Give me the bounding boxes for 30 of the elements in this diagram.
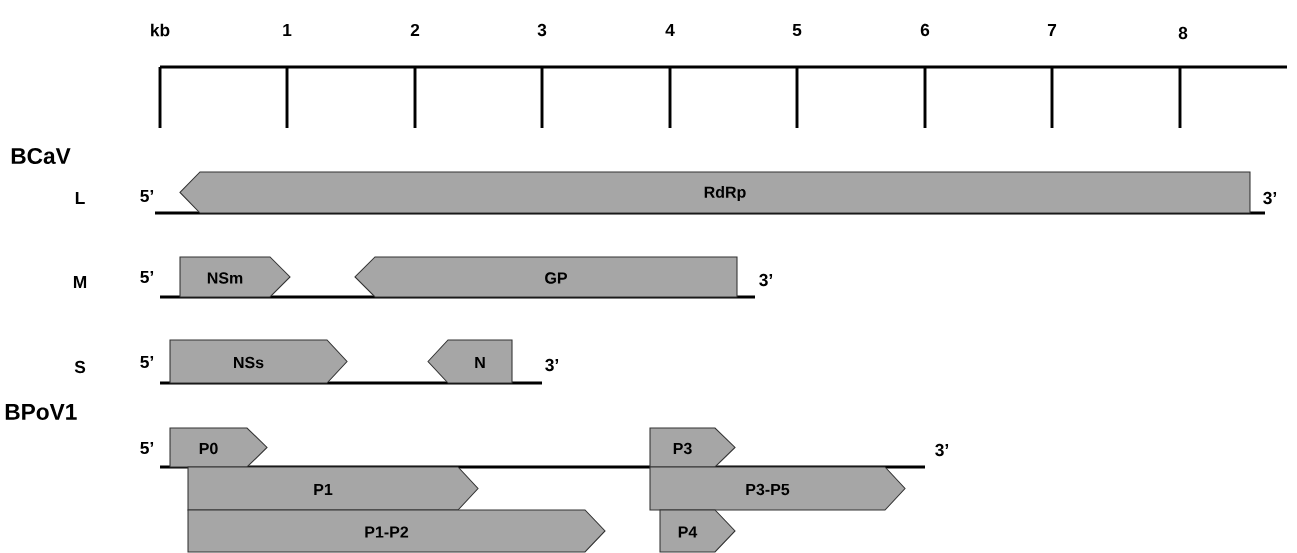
label-text: 3’: [759, 273, 773, 287]
label-text: 2: [410, 23, 420, 37]
label-text: BPoV1: [5, 404, 77, 420]
gene-box: P0: [169, 427, 268, 468]
label-text: 5’: [140, 441, 154, 455]
label-text: 3: [537, 23, 547, 37]
label-text: 5’: [140, 355, 154, 369]
gene-box: RdRp: [179, 171, 1251, 214]
label-text: L: [75, 192, 85, 204]
label-text: 5’: [140, 189, 154, 203]
label-text: BCaV: [11, 147, 71, 165]
label-text: 5: [792, 23, 802, 37]
label-text: S: [74, 360, 86, 374]
label-text: 1: [283, 24, 292, 36]
label-text: 3’: [935, 443, 949, 457]
label-text: 3’: [545, 358, 559, 372]
gene-box: P4: [659, 509, 736, 553]
label-text: 8: [1178, 26, 1188, 40]
gene-box: P1-P2: [187, 509, 606, 553]
label-text: M: [73, 276, 87, 288]
gene-box: GP: [354, 256, 738, 298]
label-text: 5’: [140, 270, 154, 284]
gene-box: NSm: [179, 256, 291, 298]
gene-box: N: [427, 339, 513, 384]
label-text: 4: [665, 24, 675, 36]
label-text: 6: [920, 23, 930, 37]
label-text: 7: [1047, 24, 1057, 36]
label-text: kb: [151, 23, 170, 37]
gene-box: NSs: [169, 339, 348, 384]
gene-box: P3: [649, 427, 736, 468]
